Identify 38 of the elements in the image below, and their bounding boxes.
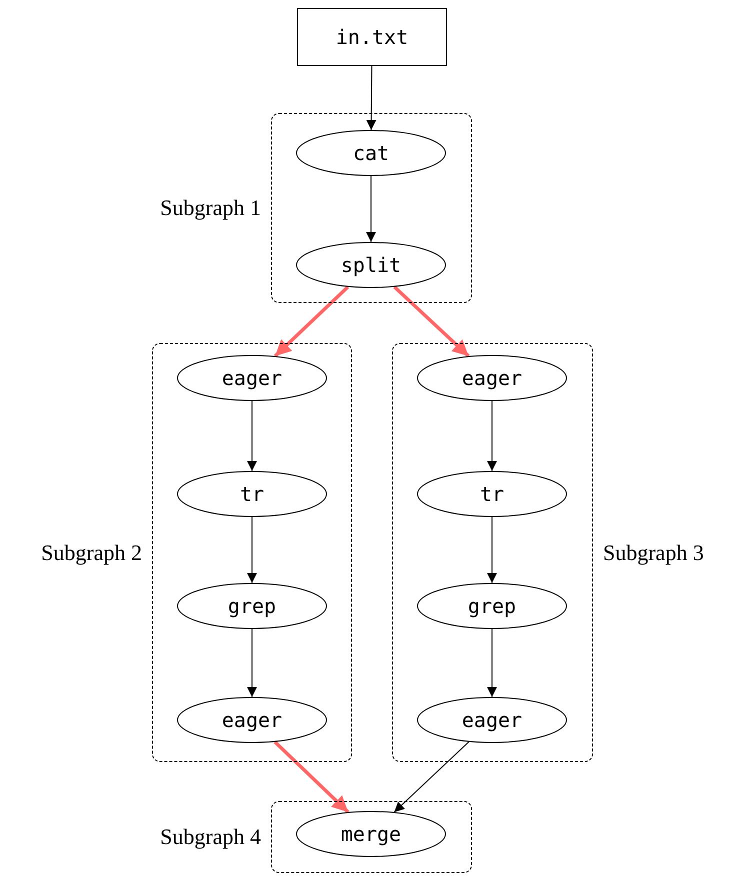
process-ellipse <box>177 355 327 401</box>
process-ellipse <box>417 583 567 629</box>
subgraph-label: Subgraph 2 <box>41 540 142 566</box>
arrow <box>487 516 497 584</box>
node-label: eager <box>222 366 282 390</box>
node-label: eager <box>462 366 522 390</box>
subgraph-label: Subgraph 1 <box>160 195 261 221</box>
node-label: grep <box>228 594 276 618</box>
arrow <box>487 628 497 698</box>
process-ellipse <box>177 583 327 629</box>
node-label: eager <box>222 708 282 732</box>
arrow <box>247 400 257 472</box>
arrow <box>274 286 350 358</box>
node-label: grep <box>468 594 516 618</box>
process-ellipse <box>296 242 446 288</box>
file-box <box>297 8 447 66</box>
process-ellipse <box>296 811 446 857</box>
process-ellipse <box>417 471 567 517</box>
subgraph-label: Subgraph 4 <box>160 824 261 850</box>
arrow <box>366 66 376 130</box>
node-label: tr <box>480 482 504 506</box>
process-ellipse <box>296 130 446 176</box>
arrow <box>247 628 257 698</box>
arrow <box>366 176 376 242</box>
process-ellipse <box>177 697 327 743</box>
subgraph-label: Subgraph 3 <box>603 540 704 566</box>
node-label: in.txt <box>336 25 408 49</box>
node-label: split <box>340 253 402 277</box>
arrow <box>487 400 497 472</box>
node-label: eager <box>462 708 522 732</box>
process-ellipse <box>417 355 567 401</box>
process-ellipse <box>177 471 327 517</box>
node-label: merge <box>340 822 402 846</box>
process-ellipse <box>417 697 567 743</box>
node-label: cat <box>352 141 390 165</box>
node-label: tr <box>240 482 264 506</box>
arrow <box>247 516 257 584</box>
arrow <box>394 741 470 813</box>
